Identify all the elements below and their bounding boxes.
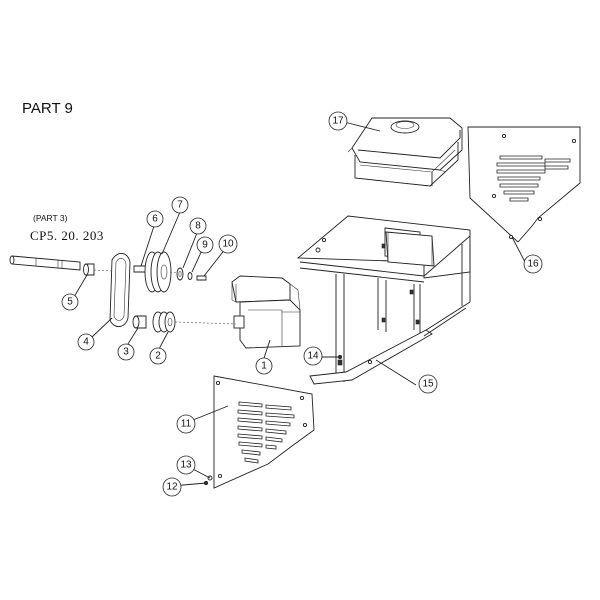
washer	[176, 267, 184, 281]
key	[133, 265, 147, 273]
callout-7: 7	[171, 196, 189, 214]
drive-pulley	[152, 311, 176, 333]
svg-text:15: 15	[422, 379, 434, 390]
v-belt	[109, 253, 131, 327]
vent-slots-left	[237, 401, 295, 464]
callout-14: 14	[303, 346, 323, 366]
svg-text:6: 6	[152, 214, 158, 225]
vent-slots-right	[496, 155, 571, 202]
svg-text:5: 5	[67, 297, 73, 308]
side-panel-left	[213, 375, 315, 489]
callout-10: 10	[218, 234, 238, 254]
svg-text:12: 12	[166, 482, 178, 493]
svg-text:4: 4	[83, 337, 89, 348]
reference-label: (PART 3)	[33, 213, 68, 223]
svg-text:14: 14	[307, 351, 319, 362]
callout-13: 13	[176, 455, 196, 475]
callout-5: 5	[61, 293, 79, 311]
callout-6: 6	[146, 210, 164, 228]
shaft	[9, 255, 81, 271]
svg-text:1: 1	[261, 361, 267, 372]
svg-text:7: 7	[177, 200, 183, 211]
svg-text:17: 17	[332, 116, 344, 127]
fuel-tank	[347, 117, 463, 187]
callout-1: 1	[255, 357, 273, 375]
callout-15: 15	[418, 374, 438, 394]
callout-12: 12	[162, 477, 182, 497]
svg-text:16: 16	[527, 259, 539, 270]
side-panel-right	[467, 126, 581, 243]
bolt	[196, 275, 207, 281]
spacer	[83, 263, 95, 276]
callout-9: 9	[196, 236, 214, 254]
page-title: PART 9	[22, 100, 73, 117]
svg-text:2: 2	[155, 351, 161, 362]
svg-text:13: 13	[180, 460, 192, 471]
callout-4: 4	[77, 333, 95, 351]
callout-2: 2	[149, 347, 167, 365]
callout-11: 11	[176, 414, 196, 434]
driven-pulley	[144, 251, 172, 293]
svg-text:3: 3	[123, 347, 129, 358]
callout-16: 16	[523, 254, 543, 274]
leader-lines	[73, 121, 526, 487]
callout-3: 3	[117, 343, 135, 361]
callout-17: 17	[328, 111, 348, 131]
callout-8: 8	[189, 217, 207, 235]
svg-text:8: 8	[195, 221, 201, 232]
lock-washer	[187, 272, 193, 280]
bushing	[132, 315, 147, 329]
reference-code: CP5. 20. 203	[30, 228, 104, 243]
svg-text:10: 10	[222, 239, 234, 250]
svg-text:9: 9	[202, 240, 208, 251]
svg-text:11: 11	[181, 419, 192, 430]
frame	[296, 215, 471, 385]
engine	[231, 275, 301, 349]
